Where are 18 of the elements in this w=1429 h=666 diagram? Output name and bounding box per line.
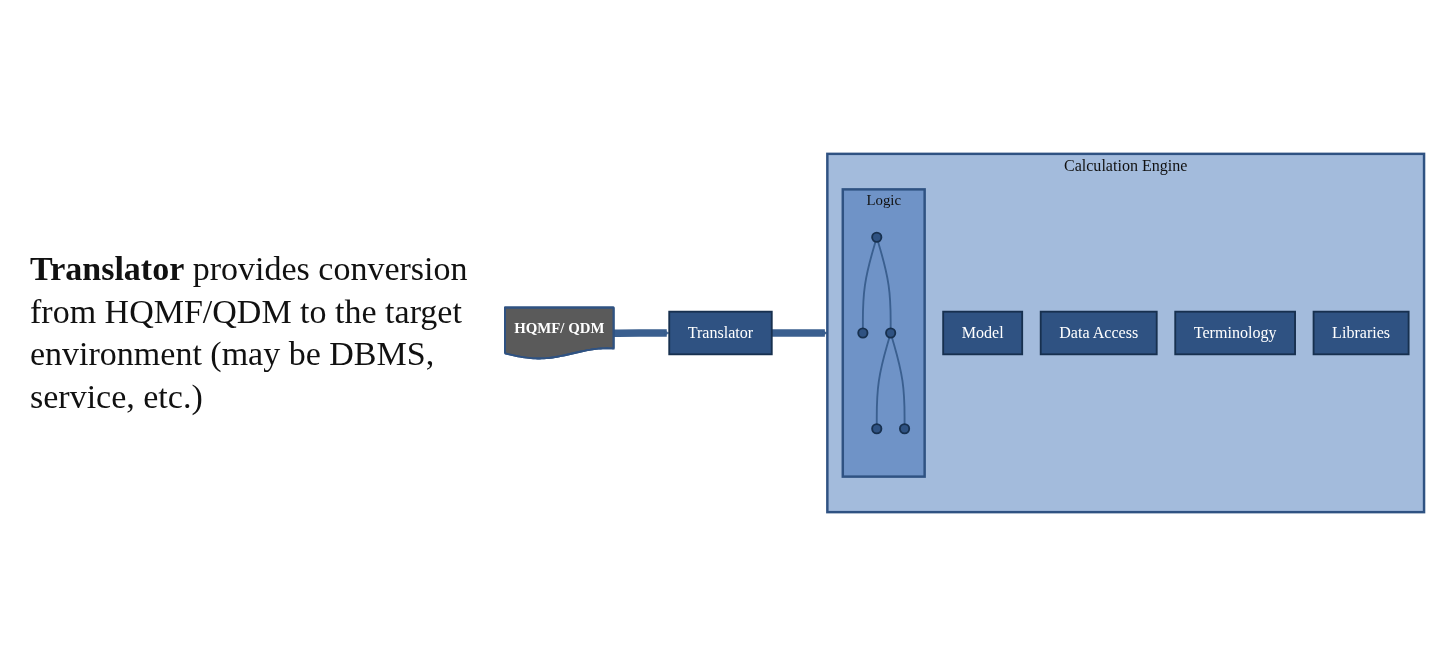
node-circle <box>871 423 883 435</box>
description-text: Translator provides conversion from HQMF/QDM to the target environment (may be DBMS, service, etc.) <box>30 249 469 417</box>
arrow <box>613 329 670 337</box>
node-box: Data Access <box>1039 310 1158 356</box>
node-box: Translator <box>668 310 773 356</box>
node-circle <box>899 423 911 435</box>
node-circle <box>885 327 897 339</box>
arrow <box>771 329 828 337</box>
connector <box>891 336 906 426</box>
cluster: Logic <box>841 188 926 478</box>
connector <box>877 240 892 330</box>
node-box: Libraries <box>1312 310 1410 356</box>
node-box: Terminology <box>1174 310 1296 356</box>
node-circle <box>871 231 883 243</box>
connector <box>875 336 891 426</box>
node-box: Model <box>942 310 1024 356</box>
node-circle <box>857 327 869 339</box>
connector <box>861 240 877 330</box>
